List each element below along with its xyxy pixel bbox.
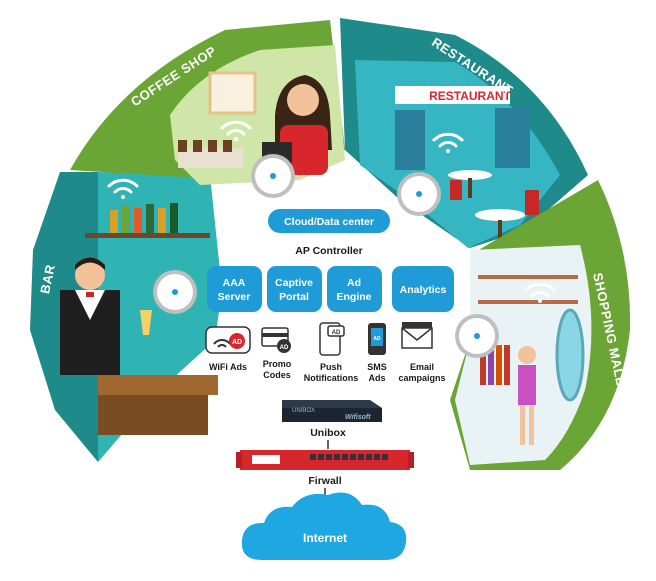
unibox-device: UNIBOX Wifisoft — [282, 400, 382, 422]
svg-text:Cloud/Data center: Cloud/Data center — [284, 216, 374, 228]
promo-codes-icon: AD — [261, 327, 291, 353]
wifi-icon — [524, 282, 556, 303]
svg-text:AAA: AAA — [223, 277, 246, 289]
barista-figure — [262, 75, 332, 175]
svg-text:Engine: Engine — [336, 291, 371, 303]
feature-label-sms: SMS — [367, 362, 387, 372]
feature-label-promo: Promo — [263, 359, 292, 369]
wifi-icon — [107, 178, 139, 199]
coffee-shop-segment: COFFEE SHOP — [70, 20, 345, 185]
restaurant-tables — [448, 170, 539, 242]
coffee-bags — [178, 140, 232, 152]
feature-label-push: Push — [320, 362, 342, 372]
push-notifications-icon: AD — [319, 322, 345, 356]
svg-text:Portal: Portal — [279, 291, 309, 303]
internet-label: Internet — [303, 531, 347, 545]
restaurant-sign-board — [395, 86, 510, 104]
clothing-rack — [480, 345, 510, 385]
restaurant-sign-text: RESTAURANT — [429, 89, 511, 103]
firewall-label: Firwall — [308, 475, 341, 487]
access-point-restaurant — [397, 172, 441, 216]
ap-controller-label: AP Controller — [295, 245, 362, 257]
svg-text:Analytics: Analytics — [400, 284, 447, 296]
bartender-figure — [60, 257, 120, 375]
access-point-shopping-mall — [455, 314, 499, 358]
service-aaa-server: AAA Server — [207, 266, 262, 312]
svg-text:Wifisoft: Wifisoft — [345, 414, 371, 421]
svg-text:Ad: Ad — [347, 277, 361, 289]
shopper-figure — [518, 346, 536, 445]
cloud-data-center-pill: Cloud/Data center — [268, 209, 390, 233]
feature-label-codes: Codes — [263, 370, 291, 380]
unibox-label: Unibox — [310, 427, 346, 439]
feature-label-wifi-ads: WiFi Ads — [209, 362, 247, 372]
access-point-coffee-shop — [251, 154, 295, 198]
feature-label-email: Email — [410, 362, 434, 372]
firewall-device — [236, 450, 414, 470]
svg-text:AD: AD — [280, 345, 289, 351]
service-analytics: Analytics — [392, 266, 454, 312]
sms-ads-icon: AD — [368, 323, 386, 355]
bar-counter — [98, 375, 218, 395]
svg-text:AD: AD — [332, 330, 341, 336]
wifi-ads-icon: AD — [205, 326, 251, 354]
email-campaigns-icon — [401, 322, 433, 349]
feature-label-notifications: Notifications — [304, 373, 359, 383]
wifi-icon — [432, 132, 464, 153]
segment-label-bar: BAR — [37, 263, 58, 295]
shopping-mall-segment: SHOPPING MALL — [450, 180, 631, 470]
wifi-icon — [220, 120, 252, 141]
bottles — [110, 203, 178, 233]
beer-glass — [140, 310, 152, 335]
feature-labels: WiFi Ads Promo Codes Push Notifications … — [209, 359, 446, 383]
service-captive-portal: Captive Portal — [267, 266, 322, 312]
restaurant-scene — [355, 60, 560, 248]
feature-label-ads: Ads — [368, 373, 385, 383]
internet-cloud: Internet — [241, 492, 407, 560]
shelf-shoes — [478, 275, 578, 304]
svg-text:UNIBOX: UNIBOX — [292, 408, 315, 414]
service-ad-engine: Ad Engine — [327, 266, 382, 312]
bar-segment: BAR — [30, 172, 222, 462]
svg-text:AD: AD — [232, 339, 242, 346]
feature-label-campaigns: campaigns — [398, 373, 445, 383]
svg-text:AD: AD — [373, 336, 381, 342]
mirror — [555, 308, 585, 402]
svg-text:Captive: Captive — [275, 277, 313, 289]
access-point-bar — [153, 270, 197, 314]
svg-text:Server: Server — [218, 291, 251, 303]
